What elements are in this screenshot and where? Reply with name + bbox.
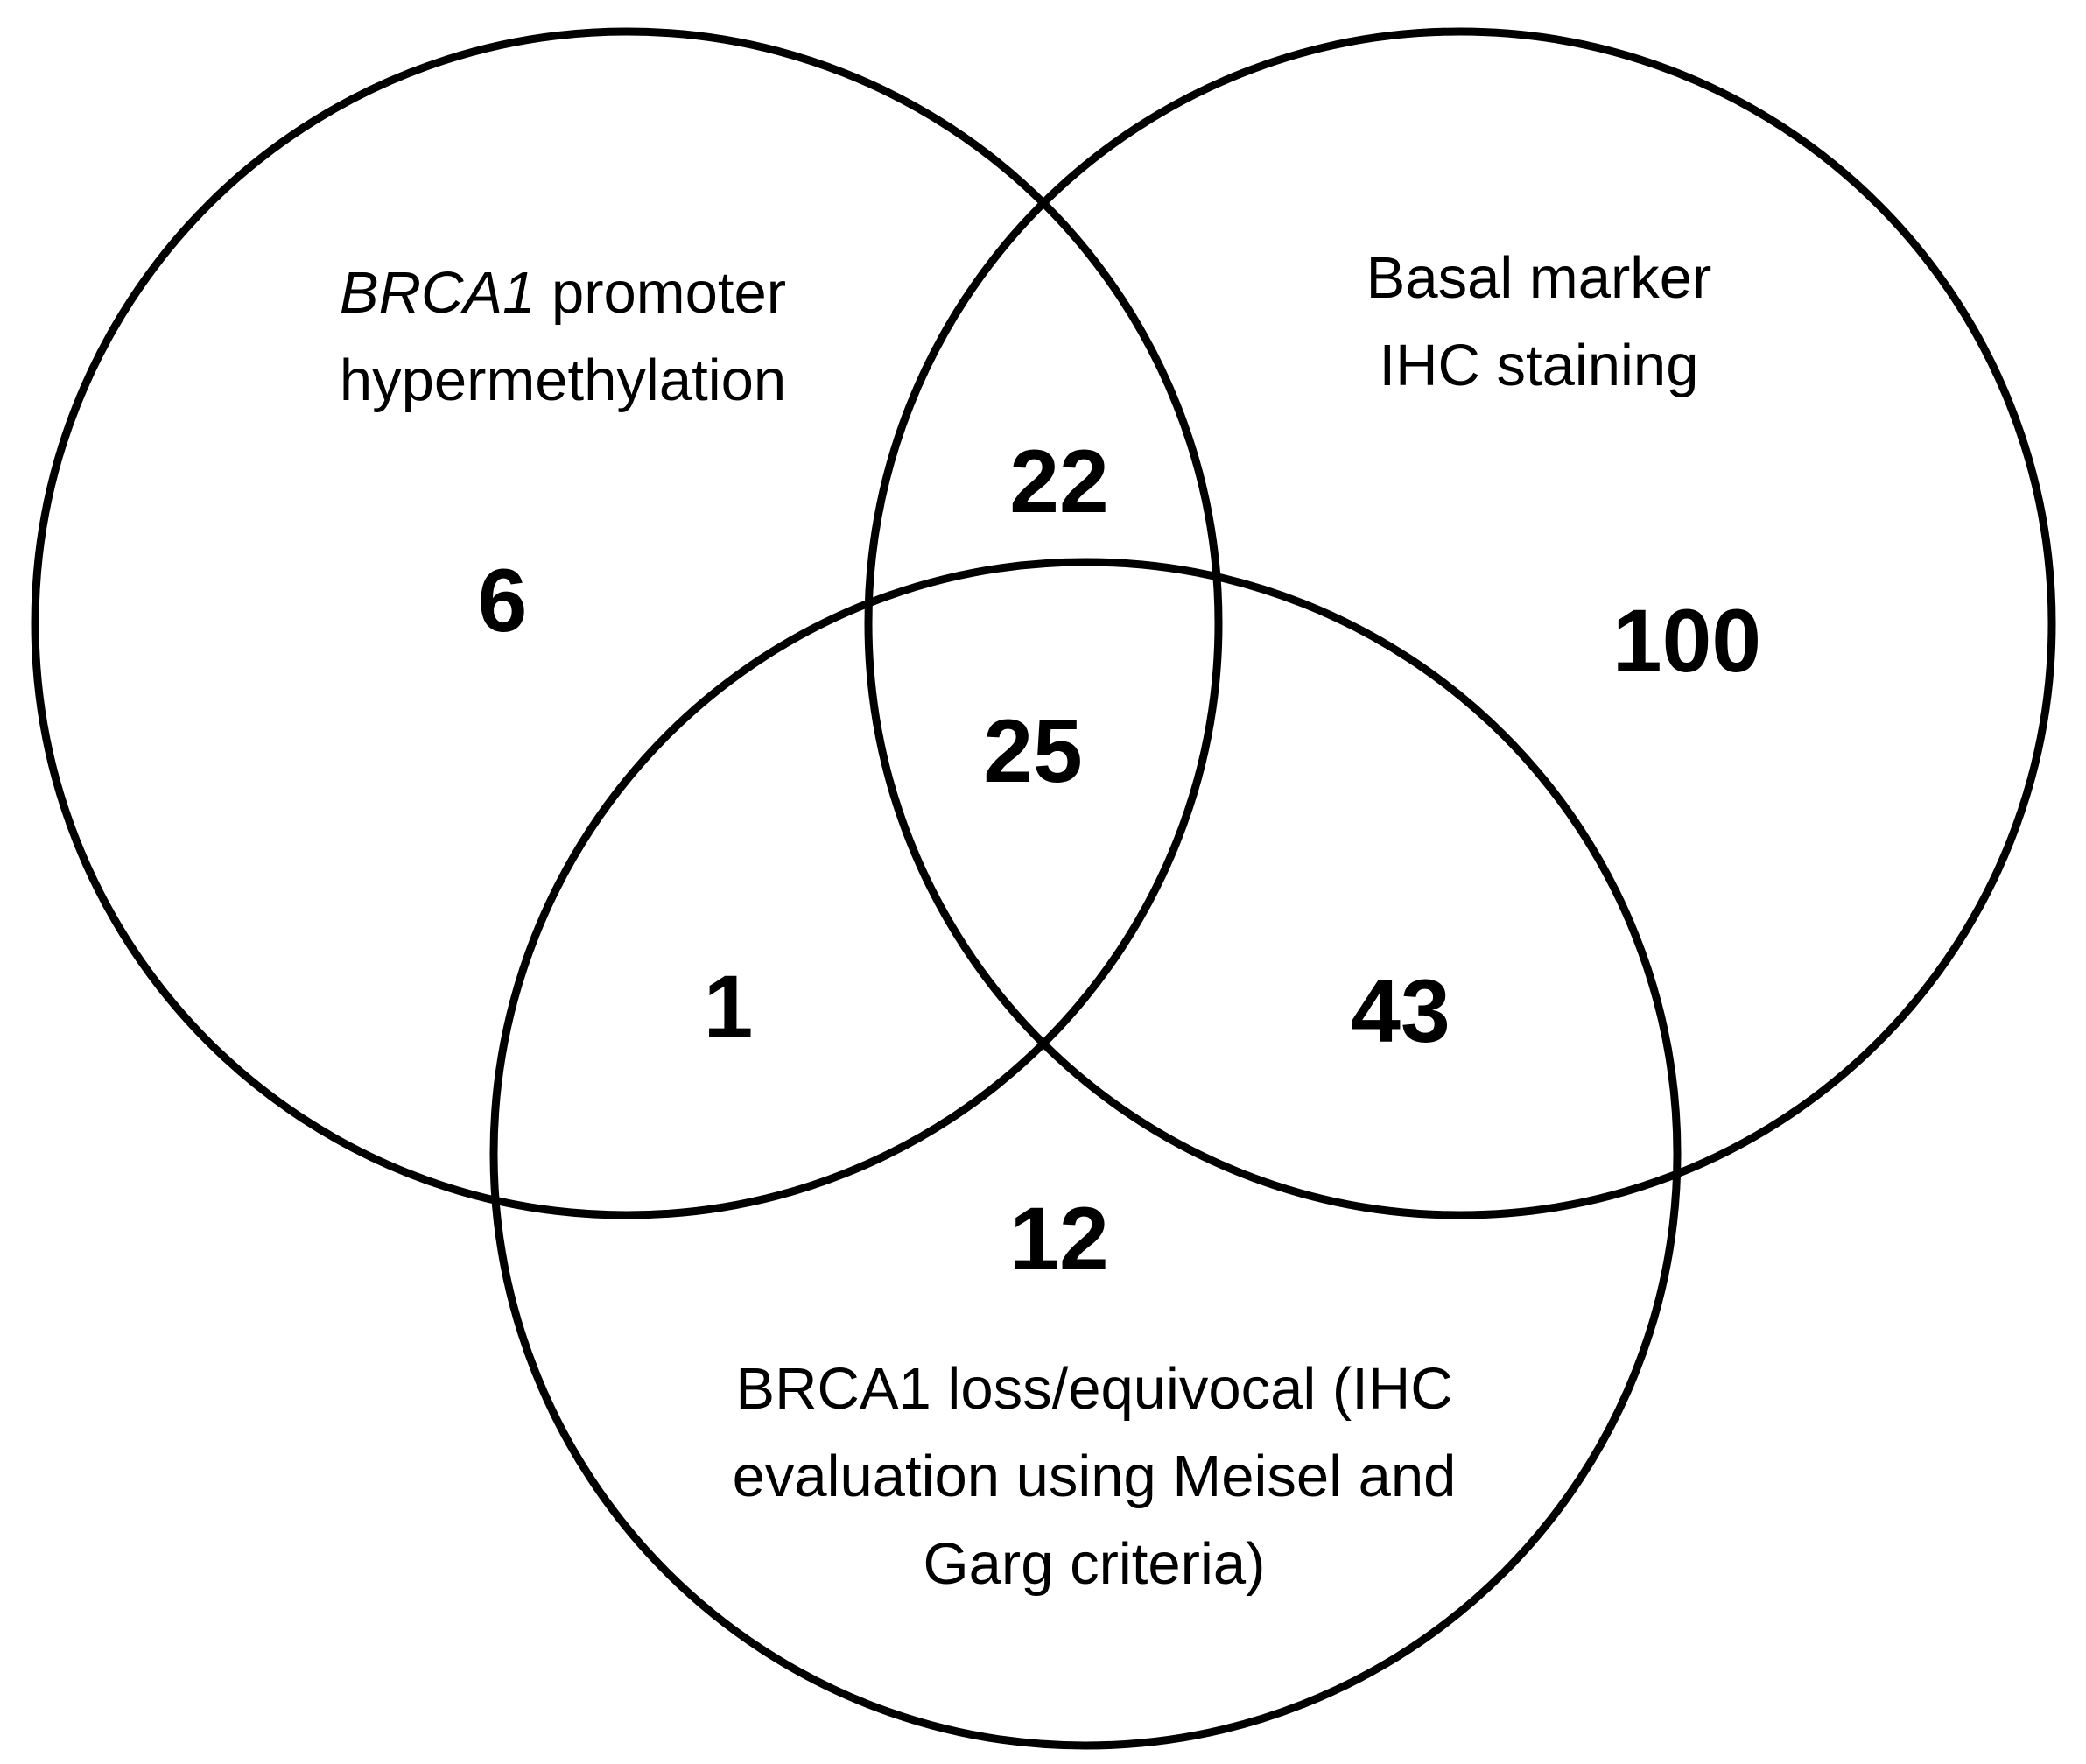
count-right-only: 100: [1612, 591, 1762, 691]
right-set-label-line2: IHC staining: [1379, 333, 1699, 398]
count-left-bottom-intersection: 1: [703, 957, 754, 1057]
left-set-label-rest: promoter: [535, 260, 787, 326]
bottom-set-label: BRCA1 loss/equivocal (IHC evaluation usi…: [733, 1346, 1457, 1608]
count-right-bottom-intersection: 43: [1351, 961, 1450, 1061]
right-set-label: Basal marker IHC staining: [1366, 235, 1712, 410]
left-set-label-gene: BRCA1: [339, 260, 536, 326]
right-set-label-line1: Basal marker: [1366, 245, 1712, 311]
right-circle-outline: [864, 27, 2056, 1219]
left-set-label-line1: BRCA1 promoter: [340, 249, 786, 337]
bottom-circle-outline: [489, 558, 1682, 1750]
left-set-label: BRCA1 promoter hypermethylation: [340, 249, 786, 425]
left-set-label-line2: hypermethylation: [339, 348, 787, 413]
bottom-set-label-line1: BRCA1 loss/equivocal (IHC: [735, 1356, 1453, 1422]
count-all-three-intersection: 25: [983, 701, 1083, 801]
bottom-set-label-line3: Garg criteria): [923, 1531, 1266, 1597]
count-left-right-intersection: 22: [1009, 432, 1109, 531]
left-circle-outline: [31, 27, 1223, 1219]
count-bottom-only: 12: [1009, 1189, 1109, 1289]
count-left-only: 6: [477, 551, 528, 650]
bottom-set-label-line2: evaluation using Meisel and: [732, 1444, 1457, 1509]
